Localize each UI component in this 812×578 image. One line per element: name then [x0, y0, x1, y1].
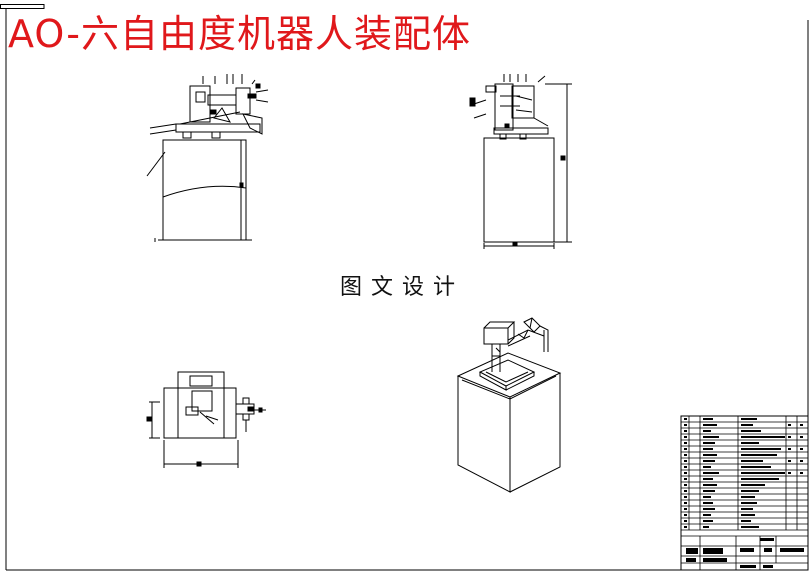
title-block-rows: [681, 416, 808, 570]
plan-view: [146, 371, 266, 468]
title-block-text-marks: [684, 418, 804, 568]
watermark-text: 图文设计: [338, 274, 467, 302]
front-view: [146, 74, 269, 242]
title-block: [680, 415, 809, 571]
isometric-view: [456, 317, 562, 493]
side-view: [469, 74, 572, 249]
drawing-title: AO-六自由度机器人装配体: [8, 12, 472, 56]
